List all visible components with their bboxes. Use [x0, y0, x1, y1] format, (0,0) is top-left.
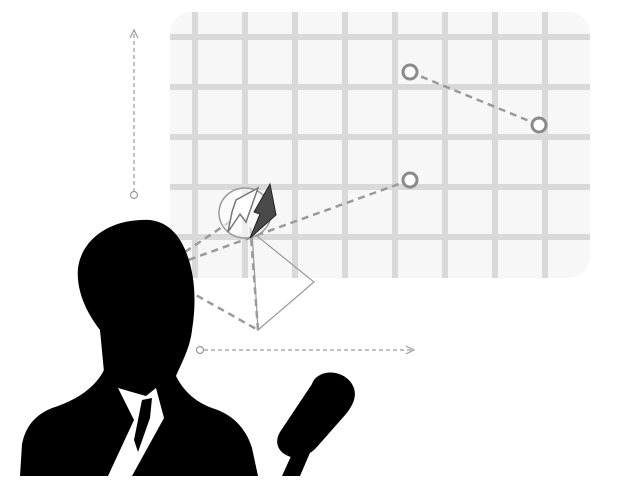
person-silhouette-icon: [20, 219, 258, 476]
person-head: [77, 219, 195, 398]
arrow-right-icon: [405, 345, 416, 355]
pointer-beam-outline: [251, 230, 315, 332]
cursor-cluster: [218, 182, 277, 239]
laser-pointer-icon: [249, 182, 277, 239]
target-marker-3: [401, 171, 419, 189]
cursor-pointer-icon: [227, 186, 260, 233]
controller-body: [277, 372, 355, 458]
tie: [134, 398, 152, 452]
controller-grip: [282, 448, 312, 476]
target-marker-1: [401, 63, 419, 81]
upper-marker-connection: [401, 63, 548, 134]
controller-icon: [277, 372, 355, 476]
arrow-up-icon: [129, 28, 139, 39]
horizontal-axis-arrow: [195, 345, 416, 355]
target-marker-2: [530, 116, 548, 134]
projection-screen: [170, 12, 590, 278]
vertical-axis-arrow: [129, 28, 139, 200]
